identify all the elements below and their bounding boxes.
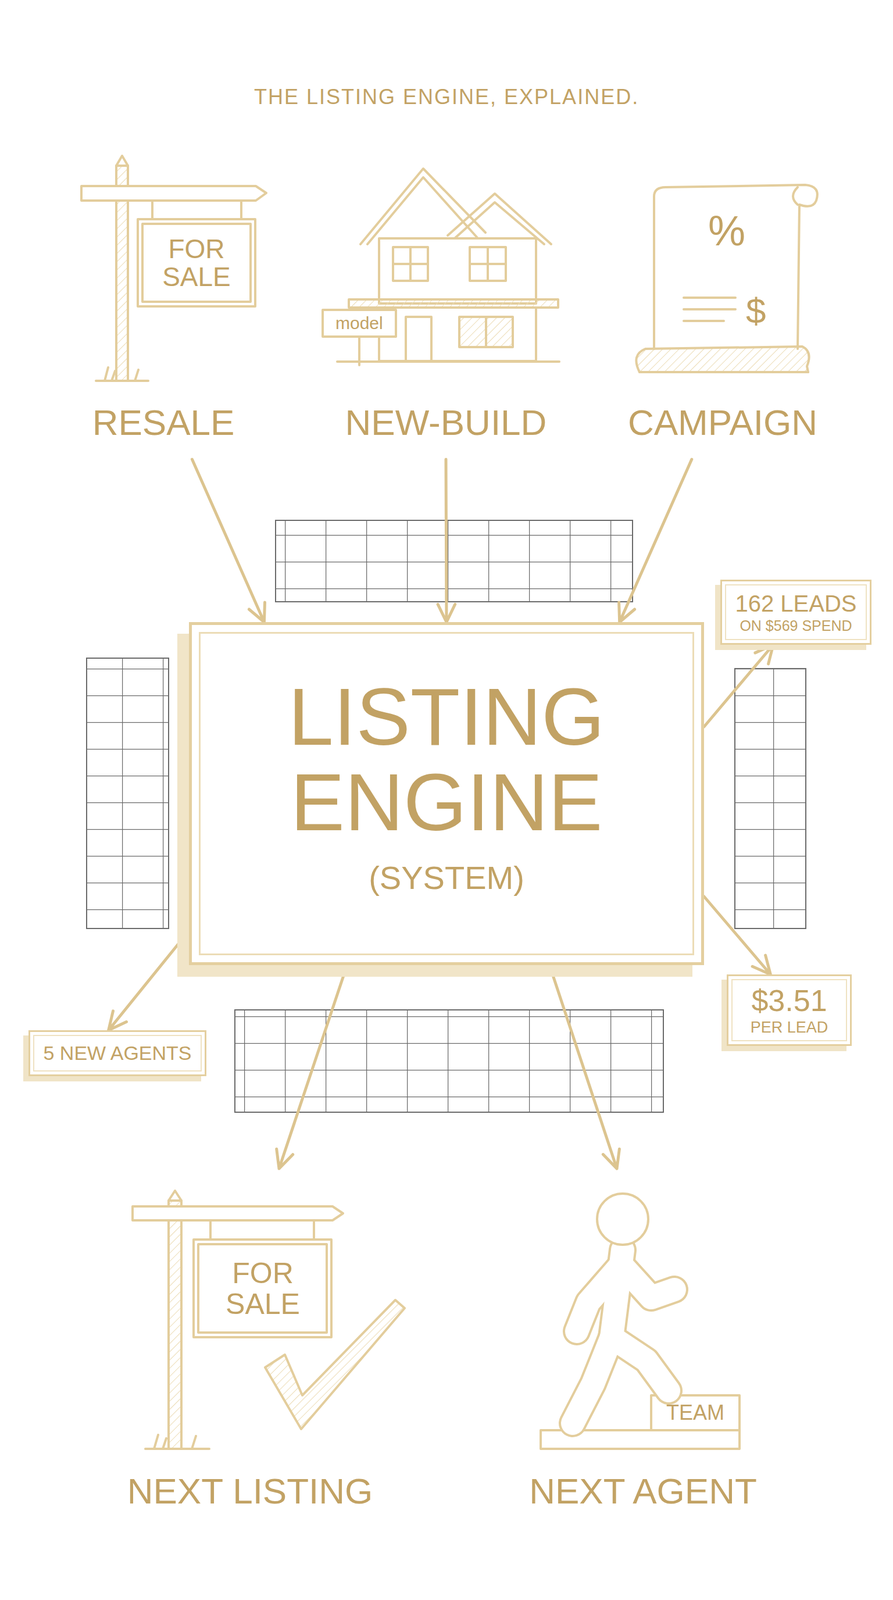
check-mark <box>265 1299 405 1430</box>
arrow-line <box>704 896 771 975</box>
node-subtext: (SYSTEM) <box>368 861 525 896</box>
node-text: RESALE <box>92 403 235 442</box>
sign-label: FOR SALE <box>144 234 249 292</box>
sign-label: FOR SALE <box>204 1258 321 1320</box>
flow-arrow <box>549 965 620 1169</box>
arrow-line <box>191 459 265 623</box>
node-text: NEXT AGENT <box>529 1472 757 1510</box>
node-text: LISTING ENGINE <box>209 673 684 845</box>
flow-arrow <box>437 459 456 623</box>
flow-arrow <box>704 896 771 975</box>
category-node: CAMPAIGN <box>612 156 834 460</box>
node-text: $3.51 <box>751 984 827 1017</box>
category-node: NEXT AGENT <box>497 1168 789 1518</box>
node-text: 5 NEW AGENTS <box>43 1042 192 1064</box>
sign-label: $ <box>745 291 766 330</box>
house-icon <box>322 168 560 366</box>
flow-arrow <box>276 965 348 1169</box>
metric-callout: 162 LEADS ON $569 SPEND <box>720 579 872 645</box>
node-text: CAMPAIGN <box>627 403 818 442</box>
for-sale-sign <box>81 155 267 381</box>
sign-label: model <box>335 313 384 333</box>
flow-arrow <box>619 459 692 623</box>
engine-box: LISTING ENGINE (SYSTEM) <box>188 622 705 966</box>
category-node: RESALE <box>52 156 274 460</box>
arrow-line <box>704 644 774 727</box>
flow-arrow <box>704 644 774 727</box>
category-node: NEXT LISTING <box>104 1168 396 1518</box>
arrow-line <box>437 459 456 623</box>
arrow-line <box>276 965 348 1169</box>
diagram-title: THE LISTING ENGINE, EXPLAINED. <box>254 86 639 109</box>
arrow-line <box>108 930 189 1031</box>
node-text: NEW-BUILD <box>345 403 548 442</box>
sign-label: % <box>708 209 746 254</box>
flow-arrow <box>191 459 265 623</box>
metric-callout: 5 NEW AGENTS <box>28 1030 207 1077</box>
flow-arrow <box>108 930 189 1031</box>
node-subtext: PER LEAD <box>750 1019 829 1036</box>
node-text: 162 LEADS <box>734 591 857 616</box>
arrow-line <box>619 459 692 623</box>
metric-callout: $3.51PER LEAD <box>726 974 852 1046</box>
campaign-scroll <box>636 184 817 373</box>
arrow-line <box>549 965 620 1169</box>
agent-figure <box>540 1193 740 1449</box>
node-subtext: ON $569 SPEND <box>739 618 852 634</box>
sign-label: TEAM <box>666 1401 725 1424</box>
category-node: NEW-BUILD <box>335 156 557 460</box>
node-text: NEXT LISTING <box>127 1472 374 1510</box>
